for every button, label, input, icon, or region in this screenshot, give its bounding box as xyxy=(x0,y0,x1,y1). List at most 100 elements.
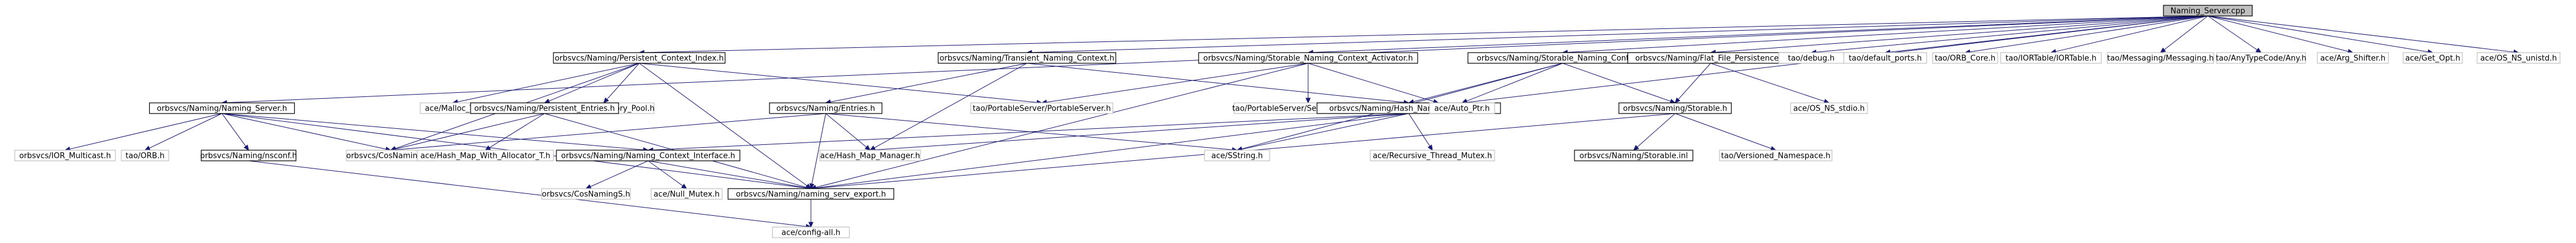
node-label: orbsvcs/CosNamingS.h xyxy=(542,190,630,199)
edge-root-to-anytype xyxy=(2207,15,2262,53)
edge-nsconf-to-configall xyxy=(248,160,812,229)
edge-root-to-getopt xyxy=(2207,15,2434,54)
edge-root-to-messaging xyxy=(2160,15,2208,53)
node-label: orbsvcs/Naming/Naming_Server.h xyxy=(157,105,287,114)
node-messaging: tao/Messaging/Messaging.h xyxy=(2107,52,2214,64)
node-label: ace/Get_Opt.h xyxy=(2405,54,2460,63)
node-label: orbsvcs/Naming/nsconf.h xyxy=(200,152,297,161)
node-hmm: ace/Hash_Map_Manager.h xyxy=(819,150,921,161)
node-portableserver: tao/PortableServer/PortableServer.h xyxy=(970,102,1113,114)
node-label: tao/debug.h xyxy=(1788,54,1835,63)
edge-entries-to-servexport xyxy=(809,113,826,190)
node-sstring: ace/SString.h xyxy=(1204,150,1270,161)
node-label: orbsvcs/Naming/naming_serv_export.h xyxy=(736,190,886,199)
node-label: orbsvcs/Naming/Storable.h xyxy=(1623,105,1727,114)
node-label: tao/ORB.h xyxy=(125,152,165,161)
node-debug: tao/debug.h xyxy=(1778,52,1844,64)
graph-nodes: Naming_Server.cpp orbsvcs/Naming/Persiste… xyxy=(14,5,2561,238)
edge-persentries-to-hmwa xyxy=(484,113,545,151)
node-storableinl[interactable]: orbsvcs/Naming/Storable.inl xyxy=(1574,150,1693,161)
edge-storable-to-versioned xyxy=(1675,113,1777,151)
edge-persentries-to-cosnamingc xyxy=(389,113,545,152)
node-cosnamingc: orbsvcs/CosNamingC.h xyxy=(346,150,436,161)
node-sncact[interactable]: orbsvcs/Naming/Storable_Naming_Context_A… xyxy=(1198,52,1418,64)
node-label: orbsvcs/Naming/Storable_Naming_Context.h xyxy=(1477,54,1648,63)
node-label: ace/Arg_Shifter.h xyxy=(2320,54,2385,63)
node-nullmutex: ace/Null_Mutex.h xyxy=(651,188,723,200)
node-anytype: tao/AnyTypeCode/Any.h xyxy=(2216,52,2307,64)
edge-pci-to-persentries xyxy=(543,63,640,103)
node-label: ace/Recursive_Thread_Mutex.h xyxy=(1373,152,1492,161)
node-label: orbsvcs/Naming/Naming_Context_Interface.… xyxy=(561,152,735,161)
node-orbh: tao/ORB.h xyxy=(121,150,169,161)
node-label: Naming_Server.cpp xyxy=(2171,7,2245,16)
graph-edges xyxy=(64,15,2520,229)
edge-nci-to-nullmutex xyxy=(648,160,688,189)
node-label: tao/PortableServer/PortableServer.h xyxy=(973,105,1110,114)
edge-sncact-to-portableserver xyxy=(1041,63,1309,105)
node-label: ace/Hash_Map_Manager.h xyxy=(820,152,920,161)
node-entries[interactable]: orbsvcs/Naming/Entries.h xyxy=(769,102,883,114)
edge-entries-to-hmm xyxy=(825,113,871,151)
node-label: orbsvcs/Naming/Flat_File_Persistence.h xyxy=(1635,54,1786,63)
node-label: ace/Auto_Ptr.h xyxy=(1434,105,1490,114)
edge-namingserver-to-orbh xyxy=(144,113,223,151)
node-label: ace/Null_Mutex.h xyxy=(653,190,720,199)
node-label: orbsvcs/Naming/Persistent_Context_Index.… xyxy=(555,54,724,63)
node-label: orbsvcs/Naming/Persistent_Entries.h xyxy=(474,105,615,114)
node-storable[interactable]: orbsvcs/Naming/Storable.h xyxy=(1618,102,1732,114)
edge-tnc-to-entries xyxy=(825,63,1028,105)
edge-servexport-to-configall xyxy=(808,199,814,228)
node-label: orbsvcs/IOR_Multicast.h xyxy=(19,152,111,161)
edge-pci-to-malloc xyxy=(452,63,640,105)
node-nsconf[interactable]: orbsvcs/Naming/nsconf.h xyxy=(200,150,297,161)
node-malloc: ace/Malloc_T.h xyxy=(420,102,486,114)
node-root[interactable]: Naming_Server.cpp xyxy=(2163,5,2253,17)
node-namingserver[interactable]: orbsvcs/Naming/Naming_Server.h xyxy=(149,102,295,114)
edge-ffp-to-stdio xyxy=(1710,63,1830,104)
node-label: ace/OS_NS_unistd.h xyxy=(2480,54,2557,63)
edge-namingserver-to-nsconf xyxy=(221,113,249,151)
node-pci[interactable]: orbsvcs/Naming/Persistent_Context_Index.… xyxy=(553,52,726,64)
node-nci[interactable]: orbsvcs/Naming/Naming_Context_Interface.… xyxy=(556,150,740,161)
edge-entries-to-sstring xyxy=(825,113,1238,153)
edge-entries-to-cosnamingc xyxy=(389,113,826,153)
node-label: tao/Messaging/Messaging.h xyxy=(2107,54,2214,63)
node-stdio: ace/OS_NS_stdio.h xyxy=(1790,102,1868,114)
node-label: tao/AnyTypeCode/Any.h xyxy=(2216,54,2306,63)
node-label: tao/default_ports.h xyxy=(1849,54,1921,63)
node-orbcore: tao/ORB_Core.h xyxy=(1932,52,1998,64)
edge-root-to-pci xyxy=(638,15,2208,56)
edge-hnc-to-nci xyxy=(647,113,1409,153)
node-versioned: tao/Versioned_Namespace.h xyxy=(1719,150,1833,161)
node-label: ace/SString.h xyxy=(1212,152,1263,161)
node-label: ace/Hash_Map_With_Allocator_T.h xyxy=(420,152,550,161)
node-getopt: ace/Get_Opt.h xyxy=(2403,52,2463,64)
node-label: ace/config-all.h xyxy=(781,229,841,238)
edge-root-to-argshifter xyxy=(2207,15,2354,54)
edge-root-to-tnc xyxy=(1026,15,2208,55)
edge-ffp-to-storable xyxy=(1675,63,1711,103)
node-label: tao/Versioned_Namespace.h xyxy=(1721,152,1831,161)
node-argshifter: ace/Arg_Shifter.h xyxy=(2317,52,2389,64)
node-label: orbsvcs/Naming/Transient_Naming_Context.… xyxy=(939,54,1114,63)
node-snc[interactable]: orbsvcs/Naming/Storable_Naming_Context.h xyxy=(1467,52,1658,64)
edge-namingserver-to-iormulticast xyxy=(64,113,223,152)
node-persentries[interactable]: orbsvcs/Naming/Persistent_Entries.h xyxy=(470,102,619,114)
node-hmwa: ace/Hash_Map_With_Allocator_T.h xyxy=(417,150,554,161)
node-label: tao/ORB_Core.h xyxy=(1935,54,1996,63)
edge-sncact-to-localobject xyxy=(1308,63,1440,104)
node-label: ace/Malloc_T.h xyxy=(425,105,481,114)
node-label: orbsvcs/CosNamingC.h xyxy=(346,152,435,161)
node-servexport[interactable]: orbsvcs/Naming/naming_serv_export.h xyxy=(727,188,894,200)
edge-hnc-to-recmutex xyxy=(1408,113,1433,151)
edge-hnc-to-hmm xyxy=(869,113,1409,153)
edge-root-to-snc xyxy=(1561,15,2208,55)
node-recmutex: ace/Recursive_Thread_Mutex.h xyxy=(1370,150,1495,161)
node-iormulticast: orbsvcs/IOR_Multicast.h xyxy=(14,150,116,161)
edge-pci-to-mmap xyxy=(603,63,640,103)
node-configall: ace/config-all.h xyxy=(772,226,850,238)
node-tnc[interactable]: orbsvcs/Naming/Transient_Naming_Context.… xyxy=(938,52,1116,64)
node-ffp[interactable]: orbsvcs/Naming/Flat_File_Persistence.h xyxy=(1627,52,1794,64)
